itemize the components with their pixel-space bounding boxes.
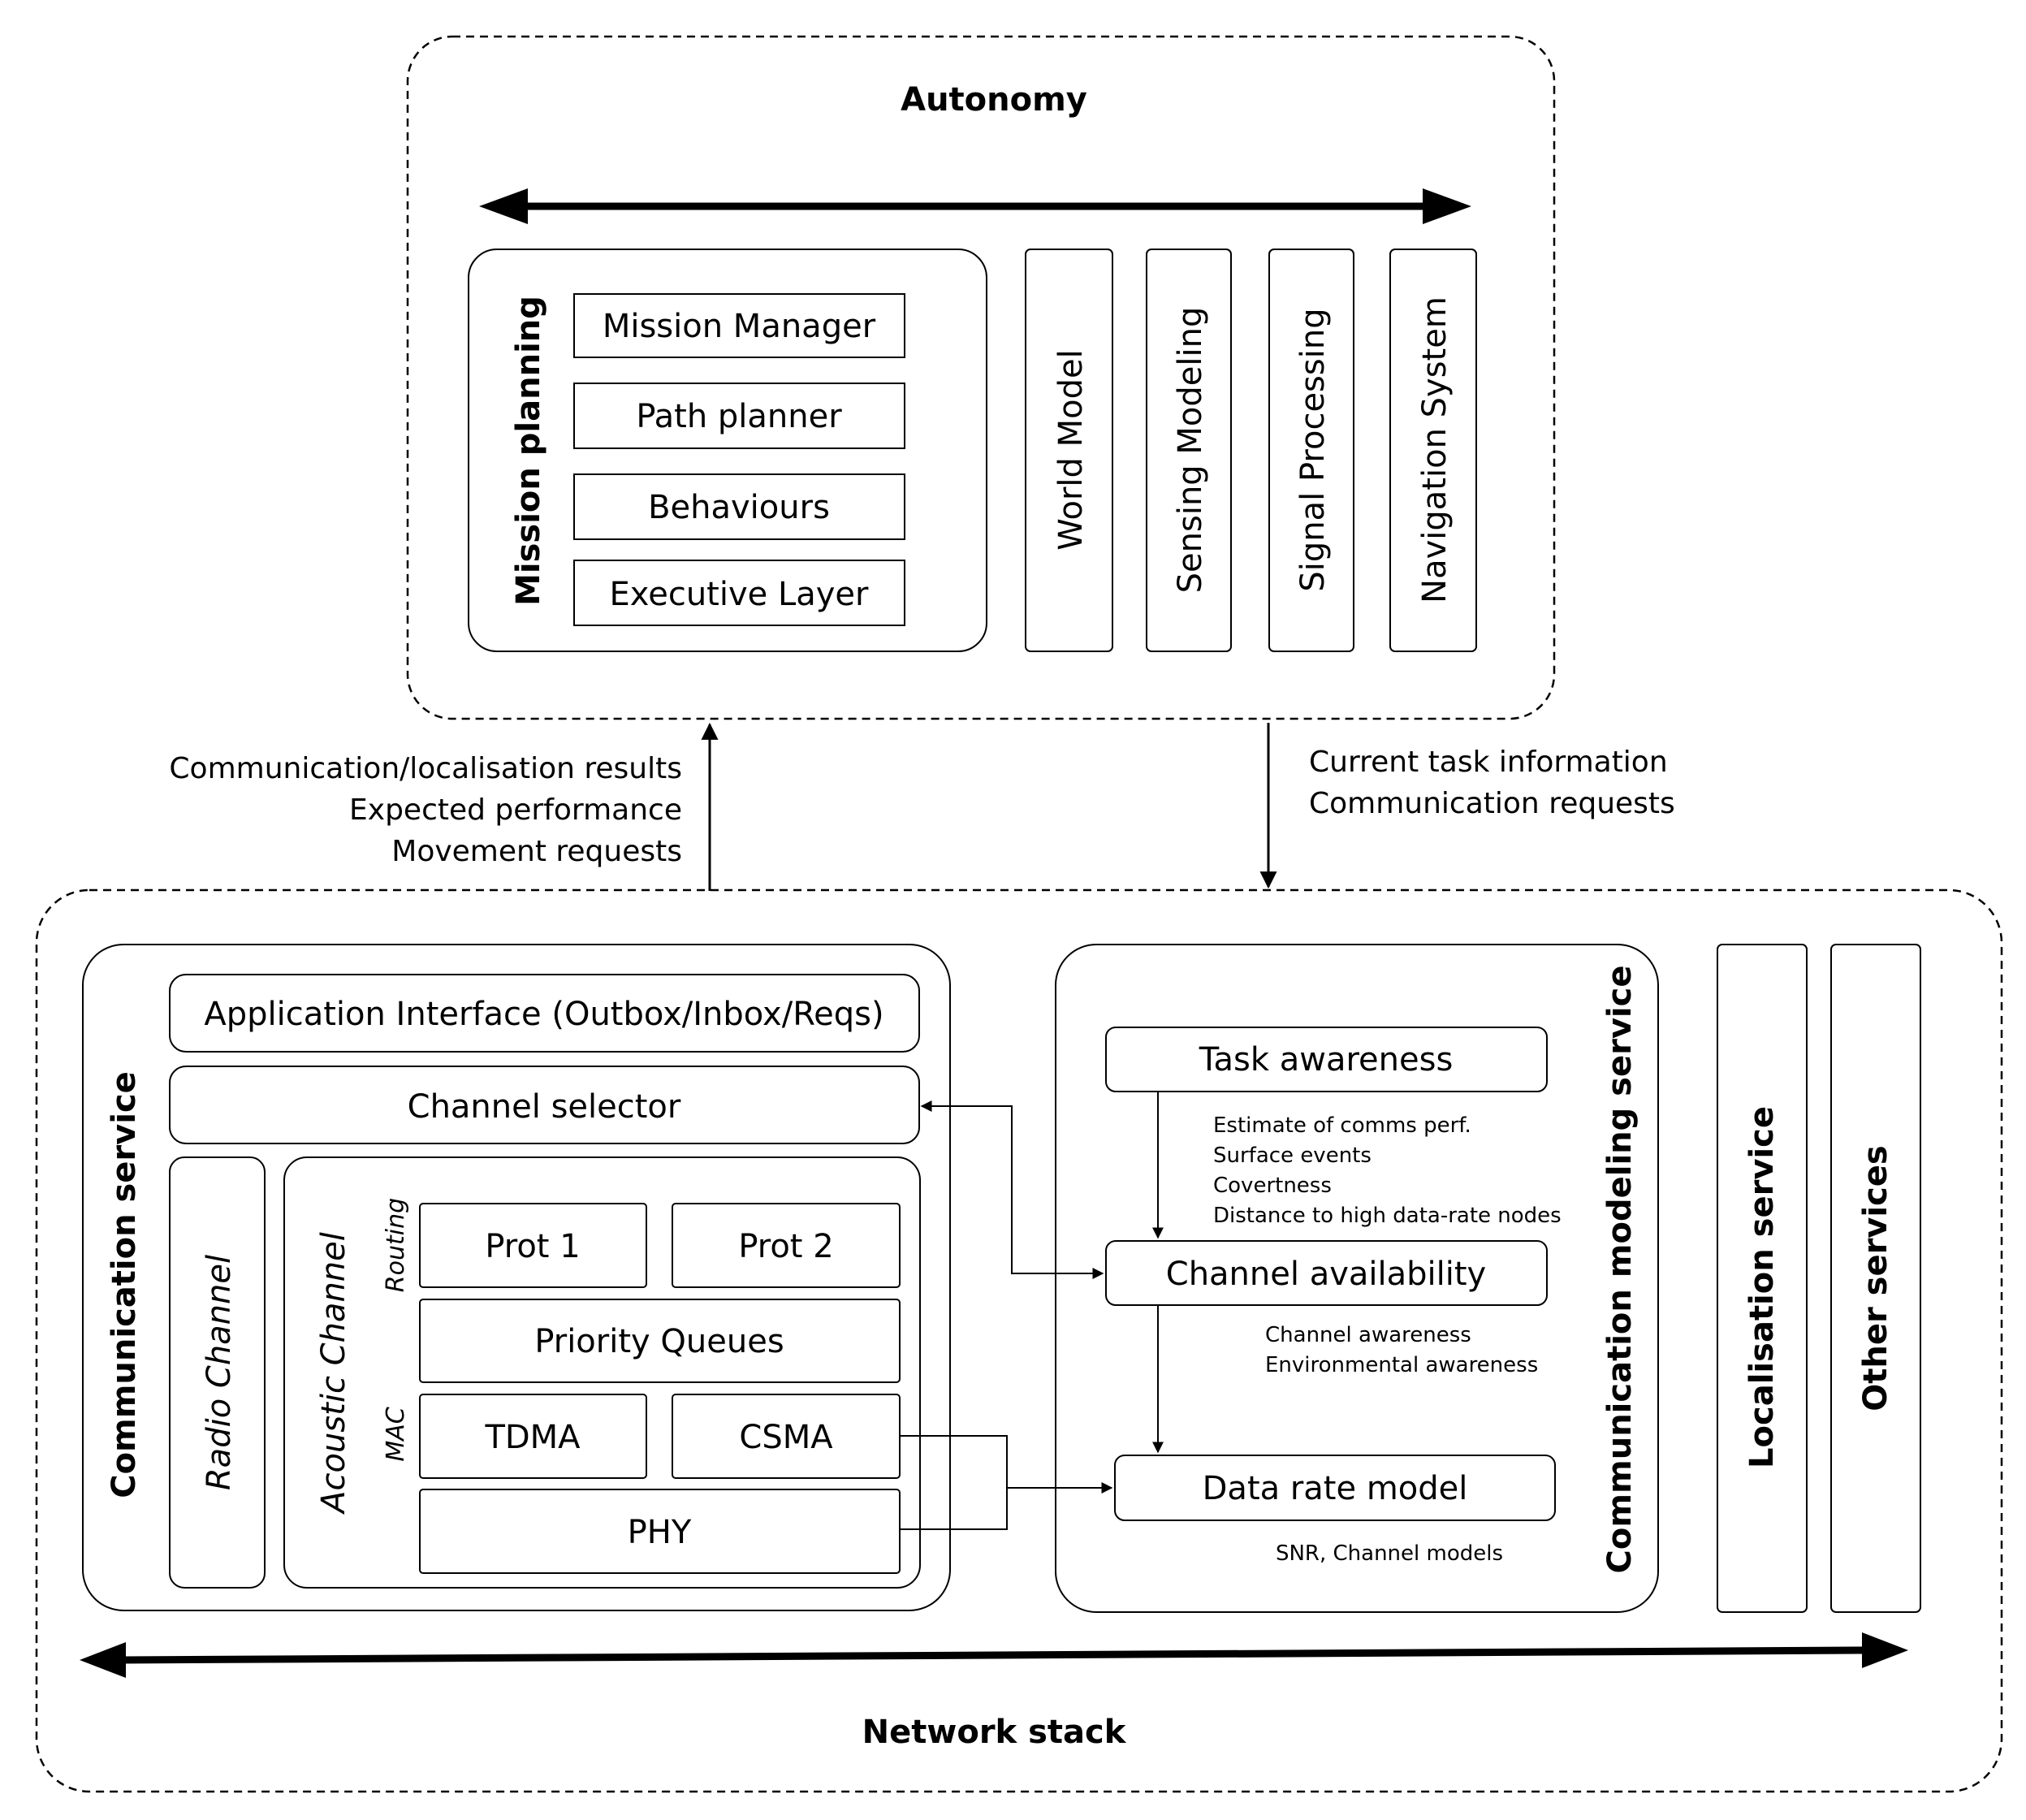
prot2-label: Prot 2 (738, 1228, 833, 1265)
behaviours-label: Behaviours (648, 489, 830, 526)
data-rate-note: SNR, Channel models (1276, 1541, 1503, 1566)
world-model-box (1025, 249, 1113, 652)
mission-planning-box (468, 249, 987, 652)
phy-label: PHY (628, 1514, 692, 1551)
path-planner-box (573, 383, 905, 449)
executive-layer-box (573, 560, 905, 626)
other-services-label: Other services (1857, 1145, 1894, 1411)
navigation-system-box (1389, 249, 1477, 652)
prot2-box (672, 1203, 901, 1288)
task-note-3: Covertness (1213, 1174, 1332, 1198)
channel-note-2: Environmental awareness (1265, 1353, 1538, 1377)
channel-availability-label: Channel availability (1166, 1256, 1486, 1293)
up-flow-line-1: Communication/localisation results (169, 752, 682, 785)
radio-channel-label: Radio Channel (201, 1255, 238, 1490)
signal-processing-label: Signal Processing (1294, 308, 1332, 591)
prot1-label: Prot 1 (485, 1228, 580, 1265)
comm-modeling-service-title: Communication modeling service (1601, 966, 1639, 1574)
tdma-label: TDMA (484, 1419, 581, 1456)
task-note-2: Surface events (1213, 1143, 1372, 1168)
application-interface-box (169, 974, 920, 1053)
communication-service-title: Communication service (106, 1071, 143, 1498)
down-flow-line-1: Current task information (1309, 746, 1668, 779)
sensing-modeling-label: Sensing Modeling (1172, 307, 1209, 594)
channel-availability-box (1105, 1240, 1548, 1306)
data-rate-model-box (1114, 1455, 1556, 1521)
acoustic-channel-box (283, 1156, 921, 1589)
autonomy-bus-arrow-left-head (479, 188, 528, 224)
phy-box (419, 1489, 901, 1574)
task-note-1: Estimate of comms perf. (1213, 1113, 1471, 1138)
acoustic-channel-label: Acoustic Channel (315, 1232, 352, 1515)
tdma-box (419, 1394, 647, 1479)
priority-queues-box (419, 1299, 901, 1383)
localisation-service-label: Localisation service (1743, 1106, 1781, 1468)
mac-label: MAC (382, 1407, 410, 1461)
autonomy-title: Autonomy (901, 81, 1087, 119)
priority-queues-label: Priority Queues (534, 1323, 784, 1360)
behaviours-box (573, 473, 905, 540)
task-note-4: Distance to high data-rate nodes (1213, 1204, 1562, 1228)
application-interface-label: Application Interface (Outbox/Inbox/Reqs… (204, 996, 883, 1033)
task-awareness-box (1105, 1027, 1548, 1092)
mission-manager-label: Mission Manager (603, 308, 876, 345)
autonomy-bus-arrow-right-head (1423, 188, 1471, 224)
localisation-service-box (1717, 944, 1808, 1613)
up-flow-line-2: Expected performance (349, 793, 682, 827)
navigation-system-label: Navigation System (1416, 296, 1454, 603)
network-stack-container (35, 888, 2003, 1793)
selector-availability-connector (920, 1100, 1104, 1279)
network-bus-arrow (121, 1646, 1864, 1664)
signal-processing-box (1268, 249, 1354, 652)
network-bus-arrow-left-head (80, 1642, 126, 1678)
routing-label: Routing (382, 1198, 410, 1292)
channel-note-1: Channel awareness (1265, 1323, 1471, 1347)
csma-to-datarate-connector (900, 1435, 1008, 1530)
prot1-box (419, 1203, 647, 1288)
radio-channel-box (169, 1156, 266, 1589)
network-stack-title: Network stack (862, 1714, 1127, 1751)
other-services-box (1830, 944, 1921, 1613)
sensing-modeling-box (1146, 249, 1232, 652)
path-planner-label: Path planner (636, 398, 842, 435)
csma-label: CSMA (739, 1419, 833, 1456)
channel-selector-box (169, 1066, 920, 1144)
mission-manager-box (573, 293, 905, 358)
task-awareness-label: Task awareness (1199, 1041, 1454, 1079)
up-flow-line-3: Movement requests (391, 835, 682, 868)
world-model-label: World Model (1052, 349, 1090, 550)
network-bus-arrow-right-head (1862, 1632, 1908, 1668)
data-rate-model-label: Data rate model (1203, 1470, 1468, 1507)
executive-layer-label: Executive Layer (610, 576, 870, 613)
channel-selector-label: Channel selector (408, 1088, 681, 1126)
mission-planning-title: Mission planning (510, 296, 547, 606)
autonomy-container (406, 35, 1556, 720)
down-flow-line-2: Communication requests (1309, 787, 1675, 820)
